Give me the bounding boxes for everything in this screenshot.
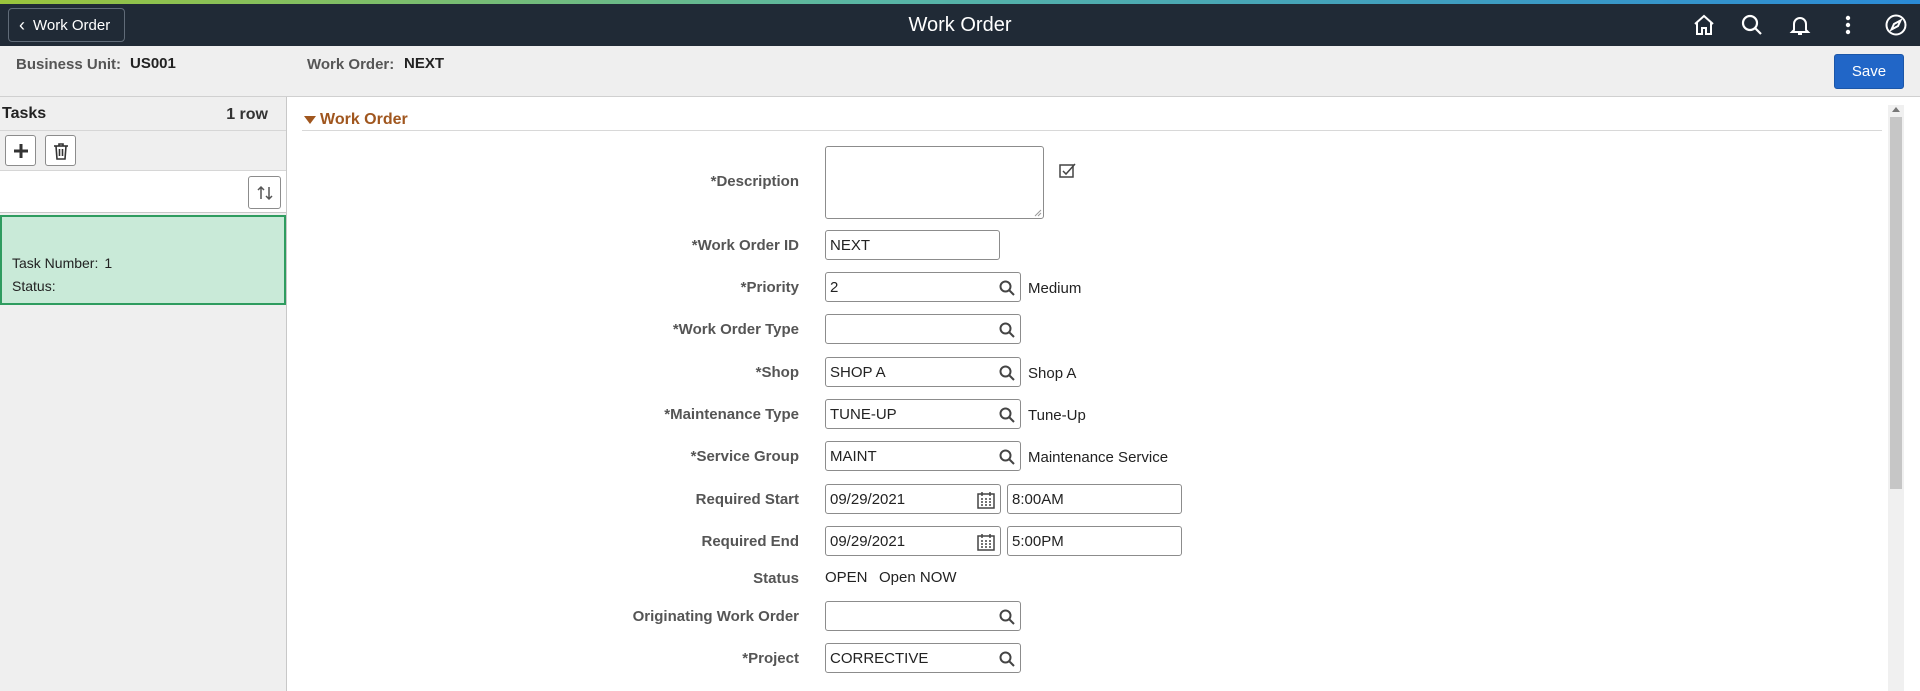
work-order-value: NEXT — [404, 55, 445, 72]
required-end-time-input[interactable]: 5:00PM — [1007, 526, 1182, 556]
work-order-section-header[interactable]: Work Order — [302, 111, 1882, 131]
project-input[interactable]: CORRECTIVE — [825, 643, 1021, 673]
service-group-value: MAINT — [830, 448, 877, 465]
status-code: OPEN — [825, 569, 868, 586]
shop-input[interactable]: SHOP A — [825, 357, 1021, 387]
topbar-actions — [1680, 4, 1920, 46]
spell-check-icon[interactable] — [1059, 162, 1077, 180]
required-start-date-input[interactable]: 09/29/2021 — [825, 484, 1001, 514]
business-unit-label: Business Unit: — [16, 56, 122, 73]
add-task-button[interactable] — [5, 135, 36, 166]
required-end-date-value: 09/29/2021 — [830, 533, 906, 550]
originating-work-order-input[interactable] — [825, 601, 1021, 631]
chevron-left-icon: ‹ — [19, 15, 25, 35]
search-icon[interactable] — [998, 364, 1016, 382]
originating-work-order-label: Originating Work Order — [632, 608, 799, 625]
search-icon[interactable] — [998, 321, 1016, 339]
maintenance-type-input[interactable]: TUNE-UP — [825, 399, 1021, 429]
navbar-icon[interactable] — [1872, 4, 1920, 46]
priority-label: *Priority — [740, 279, 799, 296]
scroll-up-arrow-icon[interactable] — [1892, 107, 1900, 112]
status-description: Open NOW — [879, 569, 957, 586]
priority-value: 2 — [830, 279, 839, 296]
collapse-triangle-icon[interactable] — [304, 116, 316, 124]
tasks-row-count: 1 row — [226, 106, 268, 123]
project-value: CORRECTIVE — [830, 650, 929, 667]
priority-input[interactable]: 2 — [825, 272, 1021, 302]
maintenance-type-description: Tune-Up — [1028, 407, 1086, 424]
section-title: Work Order — [320, 111, 408, 128]
top-navigation-bar: ‹ Work Order Work Order — [0, 4, 1920, 46]
tasks-header: Tasks 1 row — [0, 97, 286, 131]
back-button-label: Work Order — [33, 16, 111, 34]
priority-description: Medium — [1028, 280, 1082, 297]
sort-button[interactable] — [248, 176, 281, 209]
home-icon[interactable] — [1680, 4, 1728, 46]
tasks-panel: Tasks 1 row Task Number: 1 Status: — [0, 97, 287, 691]
sort-row — [0, 171, 286, 213]
required-end-label: Required End — [701, 533, 799, 550]
tasks-title: Tasks — [2, 105, 47, 122]
maintenance-type-value: TUNE-UP — [830, 406, 897, 423]
search-icon[interactable] — [998, 406, 1016, 424]
top-accent-strip — [0, 0, 1920, 4]
work-order-label: Work Order: — [307, 56, 395, 73]
tasks-toolbar — [0, 131, 286, 171]
search-icon[interactable] — [998, 279, 1016, 297]
maintenance-type-label: *Maintenance Type — [664, 406, 799, 423]
task-status-label: Status: — [12, 278, 56, 294]
business-unit-value: US001 — [130, 55, 176, 72]
work-order-id-label: *Work Order ID — [691, 237, 799, 254]
sort-arrows-icon — [256, 185, 273, 200]
work-order-content: Work Order *Description *Work Order ID N… — [288, 97, 1904, 691]
search-icon[interactable] — [998, 448, 1016, 466]
delete-task-button[interactable] — [45, 135, 76, 166]
search-icon[interactable] — [1728, 4, 1776, 46]
required-end-date-input[interactable]: 09/29/2021 — [825, 526, 1001, 556]
scrollbar-thumb[interactable] — [1890, 117, 1902, 489]
service-group-input[interactable]: MAINT — [825, 441, 1021, 471]
required-start-date-value: 09/29/2021 — [830, 491, 906, 508]
work-order-id-input[interactable]: NEXT — [825, 230, 1000, 260]
required-start-label: Required Start — [695, 491, 799, 508]
calendar-icon[interactable] — [976, 490, 996, 510]
shop-value: SHOP A — [830, 364, 886, 381]
trash-icon — [53, 142, 68, 160]
save-button[interactable]: Save — [1834, 54, 1904, 89]
shop-description: Shop A — [1028, 365, 1077, 382]
description-label: *Description — [710, 173, 799, 190]
service-group-label: *Service Group — [690, 448, 799, 465]
description-field[interactable] — [825, 146, 1044, 219]
task-number-label: Task Number: — [12, 255, 99, 271]
project-label: *Project — [742, 650, 799, 667]
task-number-line: Task Number: 1 — [12, 255, 112, 271]
page-header: Business Unit: US001 Work Order: NEXT Sa… — [0, 46, 1920, 97]
required-start-time-input[interactable]: 8:00AM — [1007, 484, 1182, 514]
bell-icon[interactable] — [1776, 4, 1824, 46]
search-icon[interactable] — [998, 608, 1016, 626]
plus-icon — [13, 143, 28, 158]
work-order-type-label: *Work Order Type — [672, 321, 799, 338]
status-label: Status — [753, 570, 799, 587]
task-number-value: 1 — [104, 255, 113, 271]
task-list-item[interactable]: Task Number: 1 Status: — [0, 215, 286, 305]
work-order-type-input[interactable] — [825, 314, 1021, 344]
calendar-icon[interactable] — [976, 532, 996, 552]
task-status-line: Status: — [12, 278, 56, 294]
shop-label: *Shop — [755, 364, 799, 381]
back-button[interactable]: ‹ Work Order — [8, 8, 126, 42]
search-icon[interactable] — [998, 650, 1016, 668]
service-group-description: Maintenance Service — [1028, 449, 1169, 466]
page-title: Work Order — [908, 14, 1012, 36]
resize-grip-icon[interactable] — [1033, 208, 1042, 217]
more-vertical-icon[interactable] — [1824, 4, 1872, 46]
vertical-scrollbar[interactable] — [1888, 105, 1904, 691]
